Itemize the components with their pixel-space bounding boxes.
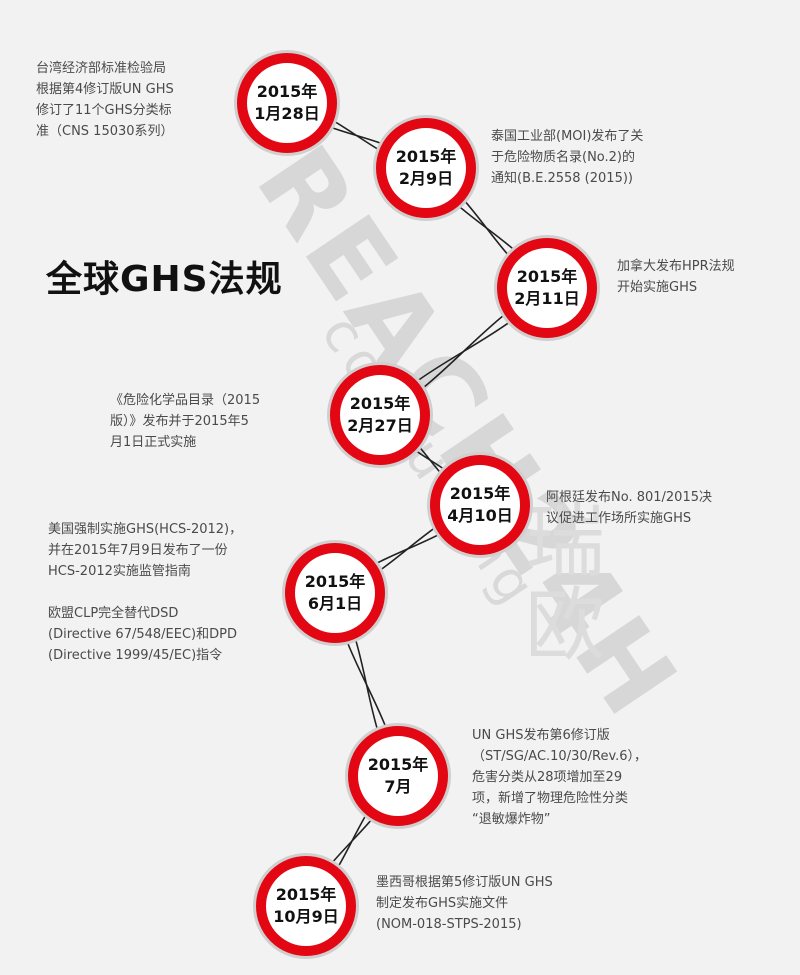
node-day: 6月1日 [307, 594, 363, 613]
note-line: HCS-2012实施监管指南 [48, 564, 191, 579]
timeline-node-1: 2015年 1月28日 [237, 53, 337, 153]
note-line: 危害分类从28项增加至29 [472, 770, 623, 785]
note-line: 加拿大发布HPR法规 [617, 259, 735, 274]
event-note-4: 《危险化学品目录（2015 版）》发布并于2015年5 月1日正式实施 [110, 390, 260, 453]
node-year: 2015年 [256, 82, 318, 101]
event-note-2: 泰国工业部(MOI)发布了关 于危险物质名录(No.2)的 通知(B.E.255… [491, 126, 643, 189]
event-note-5: 阿根廷发布No. 801/2015决 议促进工作场所实施GHS [546, 487, 712, 529]
event-note-1: 台湾经济部标准检验局 根据第4修订版UN GHS 修订了11个GHS分类标 准（… [36, 58, 174, 142]
node-year: 2015年 [395, 147, 457, 166]
page-title: 全球GHS法规 [46, 259, 283, 300]
note-line: 准（CNS 15030系列） [36, 124, 174, 139]
note-line: (Directive 1999/45/EC)指令 [48, 648, 223, 663]
timeline-node-3: 2015年 2月11日 [497, 238, 597, 338]
timeline-node-2: 2015年 2月9日 [376, 118, 476, 218]
note-line: 于危险物质名录(No.2)的 [491, 150, 635, 165]
node-year: 2015年 [349, 394, 411, 413]
node-day: 10月9日 [273, 907, 339, 926]
note-line: 《危险化学品目录（2015 [110, 393, 261, 408]
timeline-node-7: 2015年 7月 [348, 726, 448, 826]
timeline-node-5: 2015年 4月10日 [430, 455, 530, 555]
node-year: 2015年 [449, 484, 511, 503]
note-line: 泰国工业部(MOI)发布了关 [491, 129, 644, 144]
note-line: UN GHS发布第6修订版 [472, 728, 610, 743]
node-year: 2015年 [516, 267, 578, 286]
node-year: 2015年 [367, 755, 429, 774]
node-day: 2月27日 [347, 416, 413, 435]
note-line: 欧盟CLP完全替代DSD [48, 606, 179, 621]
note-line: 修订了11个GHS分类标 [36, 103, 172, 118]
watermark-cn: 瑞欧 [525, 495, 605, 672]
event-note-6b: 欧盟CLP完全替代DSD (Directive 67/548/EEC)和DPD … [48, 603, 237, 666]
note-line: 美国强制实施GHS(HCS-2012)， [48, 522, 243, 537]
timeline-node-4: 2015年 2月27日 [330, 365, 430, 465]
node-year: 2015年 [304, 572, 366, 591]
timeline-node-6: 2015年 6月1日 [285, 543, 385, 643]
note-line: “退敏爆炸物” [472, 812, 551, 827]
node-day: 7月 [384, 777, 412, 796]
node-day: 2月11日 [514, 289, 580, 308]
timeline-node-8: 2015年 10月9日 [256, 856, 356, 956]
node-day: 4月10日 [447, 506, 513, 525]
note-line: 开始实施GHS [617, 280, 698, 295]
node-year: 2015年 [275, 885, 337, 904]
note-line: 通知(B.E.2558 (2015)) [491, 171, 633, 186]
note-line: 阿根廷发布No. 801/2015决 [546, 490, 712, 505]
note-line: （ST/SG/AC.10/30/Rev.6）， [472, 749, 648, 764]
note-line: 项，新增了物理危险性分类 [472, 791, 629, 806]
note-line: 根据第4修订版UN GHS [36, 82, 174, 97]
event-note-8: 墨西哥根据第5修订版UN GHS 制定发布GHS实施文件 (NOM-018-ST… [376, 872, 553, 935]
note-line: 议促进工作场所实施GHS [546, 511, 692, 526]
event-note-6a: 美国强制实施GHS(HCS-2012)， 并在2015年7月9日发布了一份 HC… [48, 519, 242, 582]
node-day: 2月9日 [398, 169, 454, 188]
note-line: 月1日正式实施 [110, 435, 197, 450]
node-day: 1月28日 [254, 104, 320, 123]
note-line: 台湾经济部标准检验局 [36, 61, 167, 76]
note-line: 并在2015年7月9日发布了一份 [48, 543, 228, 558]
event-note-7: UN GHS发布第6修订版 （ST/SG/AC.10/30/Rev.6）， 危害… [472, 725, 647, 830]
event-note-3: 加拿大发布HPR法规 开始实施GHS [617, 256, 735, 298]
note-line: 墨西哥根据第5修订版UN GHS [376, 875, 553, 890]
note-line: 版）》发布并于2015年5 [110, 414, 249, 429]
note-line: 制定发布GHS实施文件 [376, 896, 509, 911]
note-line: (NOM-018-STPS-2015) [376, 917, 522, 932]
note-line: (Directive 67/548/EEC)和DPD [48, 627, 237, 642]
